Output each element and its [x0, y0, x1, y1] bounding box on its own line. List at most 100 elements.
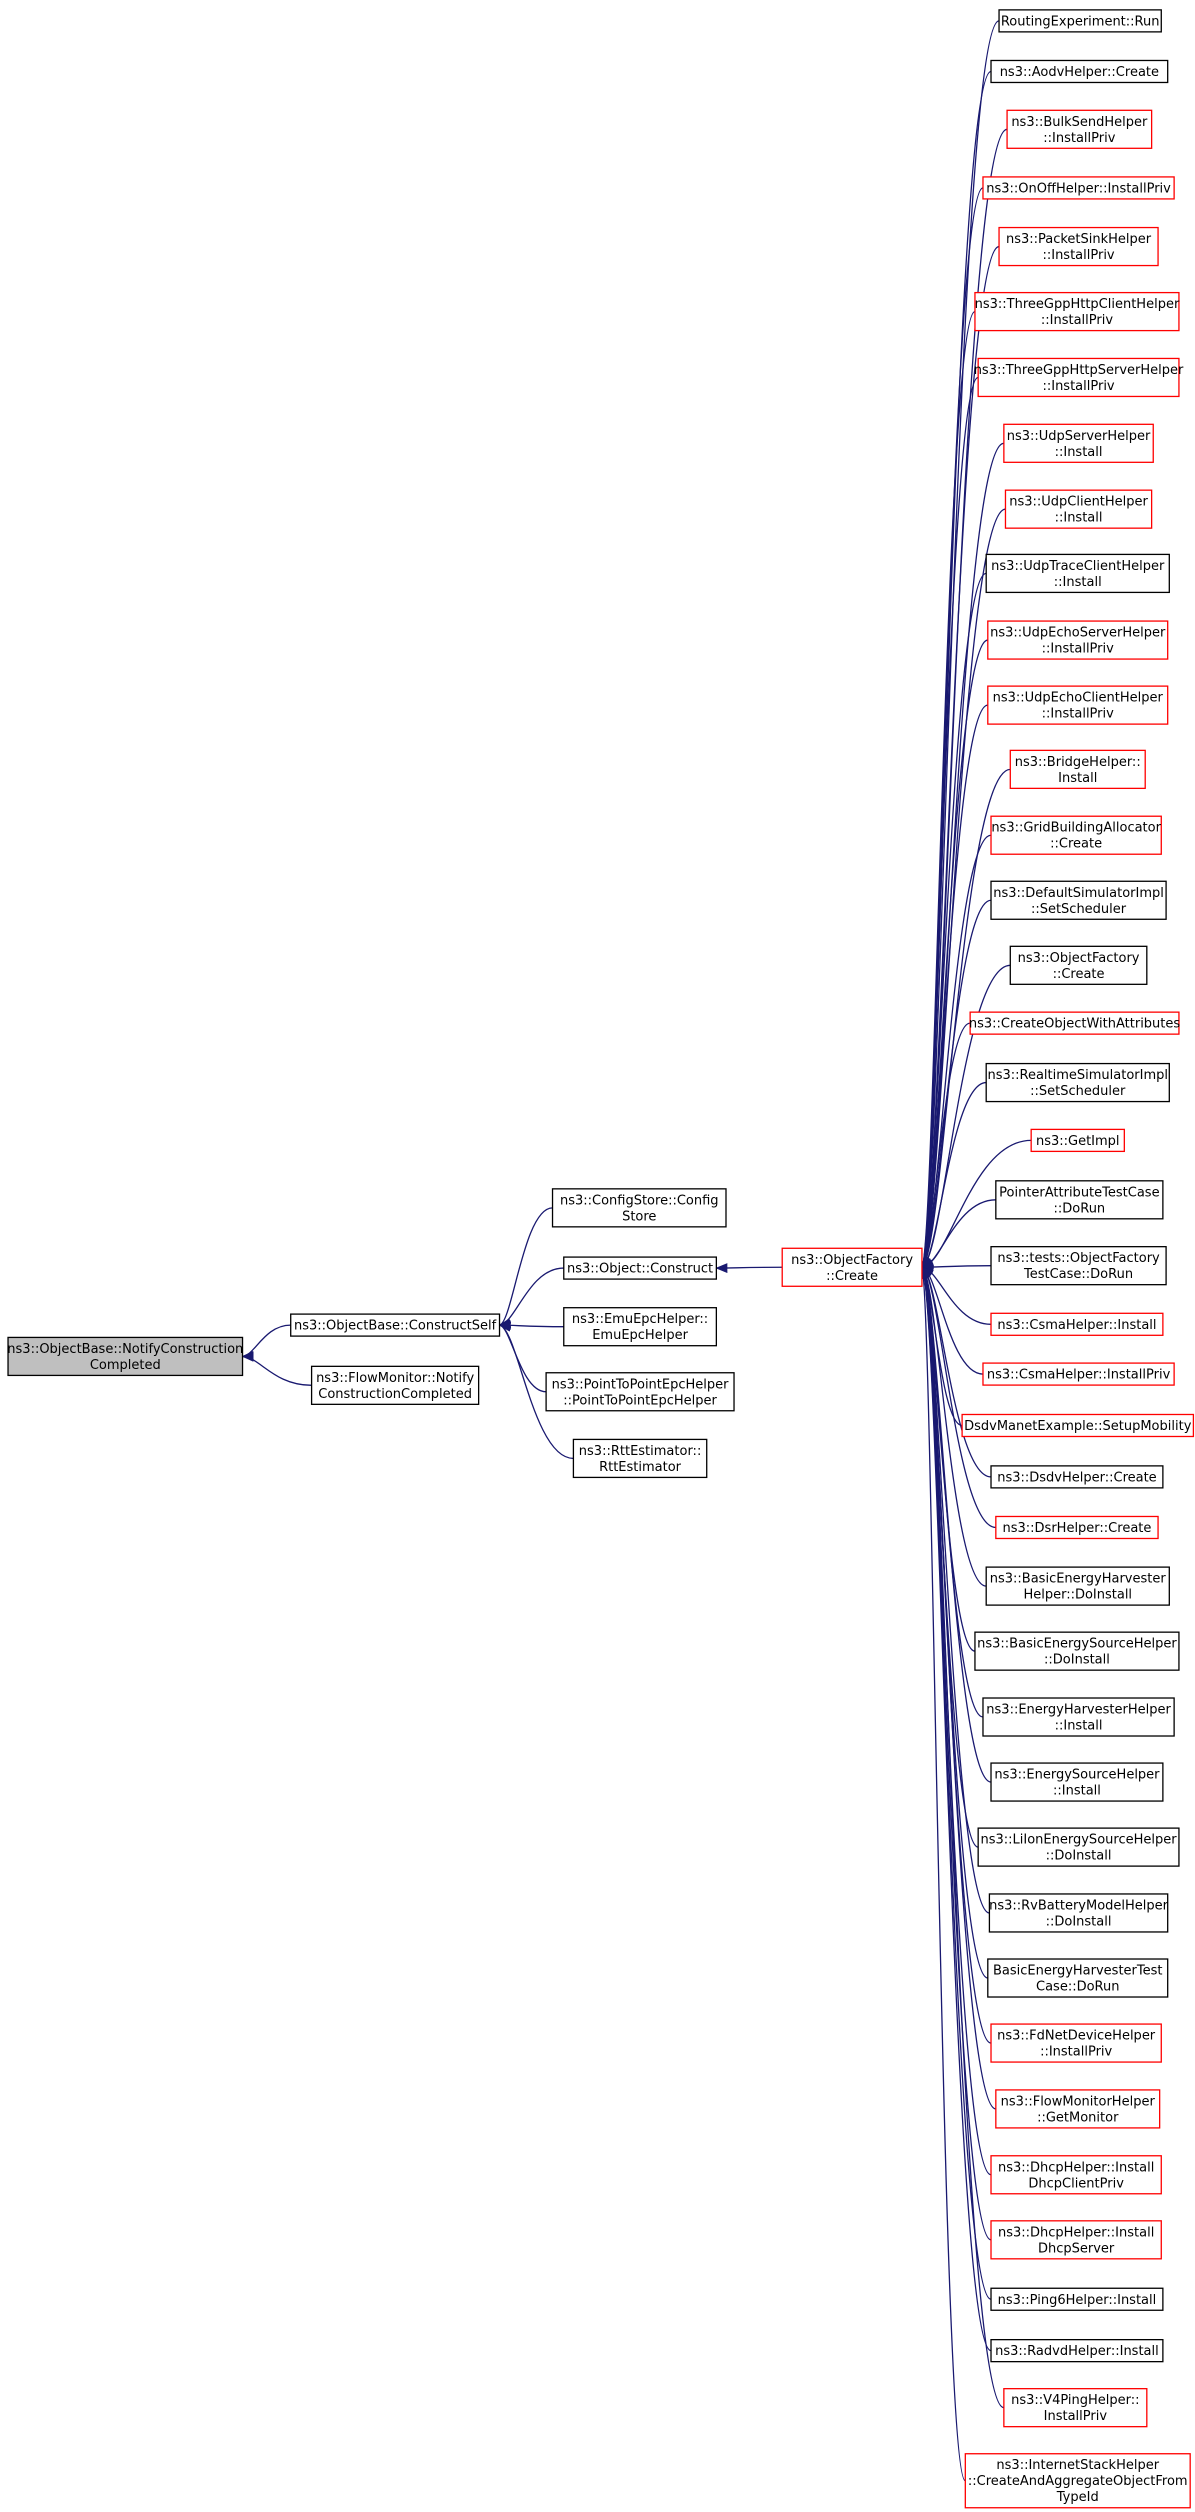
node-c18[interactable]: ns3::RealtimeSimulatorImpl::SetScheduler — [985, 1062, 1170, 1103]
node-c30[interactable]: ns3::EnergySourceHelper::Install — [990, 1762, 1164, 1802]
node-box[interactable] — [995, 1515, 1159, 1540]
node-box[interactable] — [545, 1372, 735, 1412]
node-box[interactable] — [985, 553, 1170, 594]
node-box[interactable] — [990, 1465, 1164, 1489]
node-box[interactable] — [1009, 749, 1146, 790]
node-box[interactable] — [969, 1011, 1180, 1035]
node-c26[interactable]: ns3::DsrHelper::Create — [995, 1515, 1159, 1540]
node-c17[interactable]: ns3::CreateObjectWithAttributes — [969, 1011, 1180, 1035]
node-box[interactable] — [985, 1062, 1170, 1103]
node-c31[interactable]: ns3::LiIonEnergySourceHelper::DoInstall — [977, 1827, 1180, 1867]
node-box[interactable] — [987, 1958, 1169, 1998]
node-c8[interactable]: ns3::UdpServerHelper::Install — [1003, 423, 1154, 463]
node-box[interactable] — [998, 9, 1162, 33]
node-box[interactable] — [781, 1247, 923, 1287]
node-box[interactable] — [990, 880, 1167, 920]
node-c39[interactable]: ns3::RadvdHelper::Install — [990, 2338, 1164, 2363]
node-c32[interactable]: ns3::RvBatteryModelHelper::DoInstall — [988, 1893, 1169, 1933]
node-box[interactable] — [563, 1256, 718, 1280]
node-box[interactable] — [987, 620, 1169, 660]
node-c5[interactable]: ns3::PacketSinkHelper::InstallPriv — [998, 226, 1159, 267]
node-c11[interactable]: ns3::UdpEchoServerHelper::InstallPriv — [987, 620, 1169, 660]
node-box[interactable] — [310, 1365, 480, 1405]
node-box[interactable] — [1004, 489, 1153, 529]
node-c15[interactable]: ns3::DefaultSimulatorImpl::SetScheduler — [990, 880, 1167, 920]
node-constructself[interactable]: ns3::ObjectBase::ConstructSelf — [290, 1313, 501, 1337]
node-configstore[interactable]: ns3::ConfigStore::ConfigStore — [551, 1188, 727, 1228]
node-box[interactable] — [995, 2089, 1161, 2129]
node-box[interactable] — [7, 1336, 244, 1377]
node-objconstruct[interactable]: ns3::Object::Construct — [563, 1256, 718, 1280]
node-c22[interactable]: ns3::CsmaHelper::Install — [990, 1312, 1164, 1336]
node-c20[interactable]: PointerAttributeTestCase::DoRun — [995, 1180, 1164, 1220]
node-box[interactable] — [990, 1246, 1167, 1286]
node-box[interactable] — [974, 1631, 1180, 1671]
node-c3[interactable]: ns3::BulkSendHelper::InstallPriv — [1006, 109, 1153, 149]
node-box[interactable] — [990, 2155, 1162, 2195]
node-c7[interactable]: ns3::ThreeGppHttpServerHelper::InstallPr… — [974, 357, 1184, 398]
node-box[interactable] — [982, 1697, 1175, 1737]
node-box[interactable] — [988, 1893, 1169, 1933]
node-box[interactable] — [1003, 2388, 1148, 2428]
node-box[interactable] — [990, 1762, 1164, 1802]
node-box[interactable] — [1030, 1128, 1125, 1153]
node-c34[interactable]: ns3::FdNetDeviceHelper::InstallPriv — [990, 2023, 1162, 2063]
node-c9[interactable]: ns3::UdpClientHelper::Install — [1004, 489, 1153, 529]
node-c6[interactable]: ns3::ThreeGppHttpClientHelper::InstallPr… — [974, 291, 1180, 332]
node-c1[interactable]: RoutingExperiment::Run — [998, 9, 1162, 33]
node-emuepc[interactable]: ns3::EmuEpcHelper::EmuEpcHelper — [563, 1307, 718, 1347]
node-box[interactable] — [572, 1438, 708, 1479]
node-box[interactable] — [990, 1312, 1164, 1336]
node-c4[interactable]: ns3::OnOffHelper::InstallPriv — [982, 176, 1175, 200]
node-box[interactable] — [290, 1313, 501, 1337]
node-box[interactable] — [990, 2287, 1164, 2311]
node-box[interactable] — [990, 2023, 1162, 2063]
node-c25[interactable]: ns3::DsdvHelper::Create — [990, 1465, 1164, 1489]
node-box[interactable] — [990, 2220, 1162, 2260]
node-c41[interactable]: ns3::InternetStackHelper::CreateAndAggre… — [964, 2453, 1191, 2509]
node-box[interactable] — [990, 2338, 1164, 2363]
node-flowmonitor[interactable]: ns3::FlowMonitor::NotifyConstructionComp… — [310, 1365, 480, 1405]
node-c10[interactable]: ns3::UdpTraceClientHelper::Install — [985, 553, 1170, 594]
node-box[interactable] — [998, 226, 1159, 267]
node-p2pepc[interactable]: ns3::PointToPointEpcHelper::PointToPoint… — [545, 1372, 735, 1412]
node-box[interactable] — [982, 176, 1175, 200]
node-box[interactable] — [990, 815, 1162, 855]
node-box[interactable] — [977, 357, 1180, 398]
node-c14[interactable]: ns3::GridBuildingAllocator::Create — [990, 815, 1162, 855]
node-box[interactable] — [1006, 109, 1153, 149]
node-box[interactable] — [551, 1188, 727, 1228]
node-c16[interactable]: ns3::ObjectFactory::Create — [1009, 945, 1148, 985]
node-c23[interactable]: ns3::CsmaHelper::InstallPriv — [982, 1362, 1175, 1386]
node-box[interactable] — [961, 1413, 1195, 1438]
node-box[interactable] — [987, 685, 1169, 725]
node-box[interactable] — [1003, 423, 1154, 463]
node-box[interactable] — [1009, 945, 1148, 985]
node-c13[interactable]: ns3::BridgeHelper::Install — [1009, 749, 1146, 790]
node-c27[interactable]: ns3::BasicEnergyHarvesterHelper::DoInsta… — [985, 1566, 1170, 1606]
node-c35[interactable]: ns3::FlowMonitorHelper::GetMonitor — [995, 2089, 1161, 2129]
node-box[interactable] — [977, 1827, 1180, 1867]
node-box[interactable] — [974, 291, 1180, 332]
node-box[interactable] — [995, 1180, 1164, 1220]
node-c19[interactable]: ns3::GetImpl — [1030, 1128, 1125, 1153]
node-box[interactable] — [982, 1362, 1175, 1386]
node-c2[interactable]: ns3::AodvHelper::Create — [990, 59, 1169, 84]
node-c24[interactable]: DsdvManetExample::SetupMobility — [961, 1413, 1195, 1438]
node-c29[interactable]: ns3::EnergyHarvesterHelper::Install — [982, 1697, 1175, 1737]
node-objfactory[interactable]: ns3::ObjectFactory::Create — [781, 1247, 923, 1287]
node-c12[interactable]: ns3::UdpEchoClientHelper::InstallPriv — [987, 685, 1169, 725]
node-box[interactable] — [563, 1307, 718, 1347]
node-box[interactable] — [964, 2453, 1191, 2509]
node-c38[interactable]: ns3::Ping6Helper::Install — [990, 2287, 1164, 2311]
node-box[interactable] — [990, 59, 1169, 84]
node-c40[interactable]: ns3::V4PingHelper::InstallPriv — [1003, 2388, 1148, 2428]
node-rttest[interactable]: ns3::RttEstimator::RttEstimator — [572, 1438, 708, 1479]
node-focus[interactable]: ns3::ObjectBase::NotifyConstructionCompl… — [7, 1336, 244, 1377]
node-box[interactable] — [985, 1566, 1170, 1606]
node-c28[interactable]: ns3::BasicEnergySourceHelper::DoInstall — [974, 1631, 1180, 1671]
